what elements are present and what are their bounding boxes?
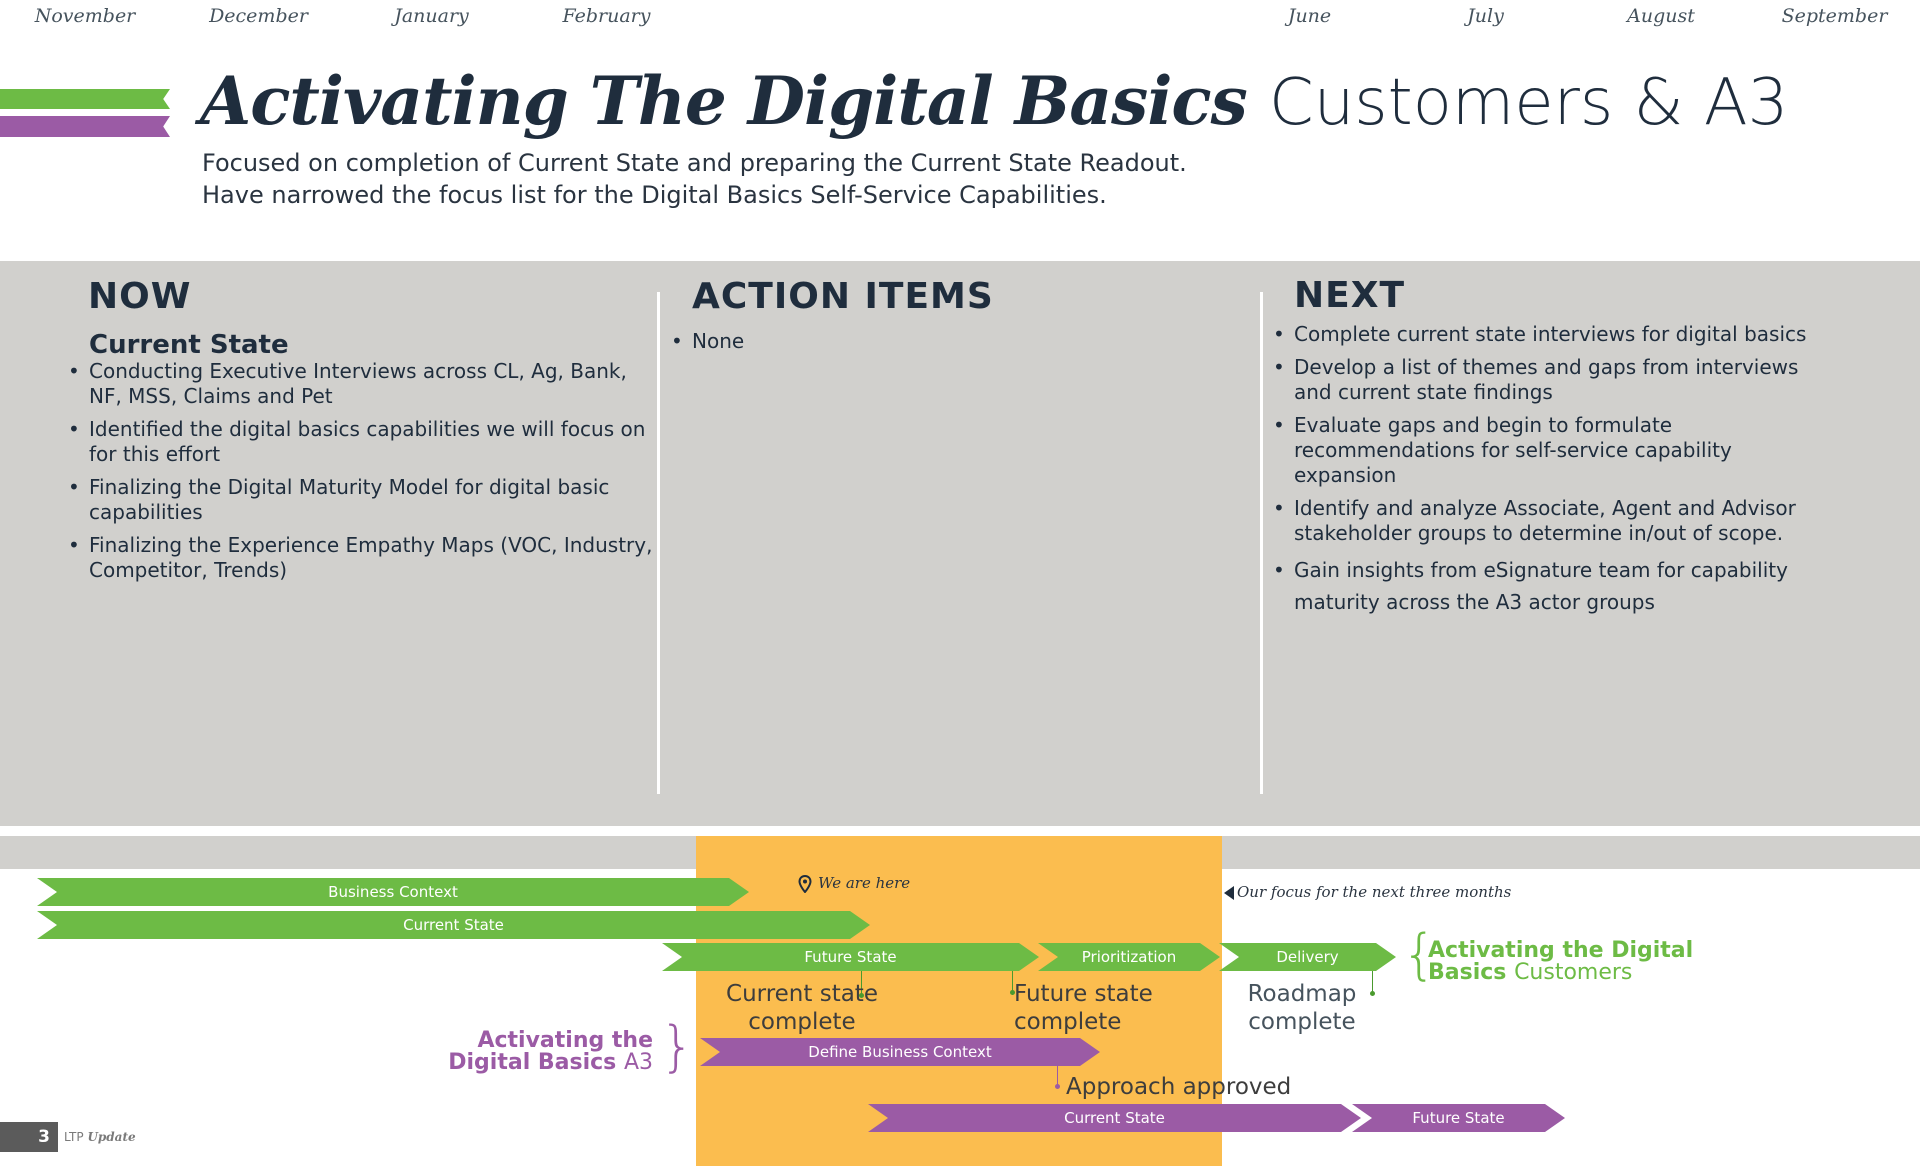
group-a3-name: A3 bbox=[623, 1050, 653, 1075]
bar-business-context: Business Context bbox=[37, 878, 749, 906]
milestone-roadmap: Roadmap complete bbox=[1222, 980, 1382, 1036]
milestone-line: Roadmap bbox=[1247, 981, 1357, 1007]
action-items-heading: ACTION ITEMS bbox=[692, 276, 994, 317]
month-january: January bbox=[347, 0, 517, 33]
footer-label-italic: Update bbox=[87, 1130, 136, 1144]
month-august: August bbox=[1574, 0, 1749, 33]
next-heading: NEXT bbox=[1294, 275, 1406, 316]
now-subheading: Current State bbox=[89, 330, 289, 360]
bar-current-state: Current State bbox=[37, 911, 870, 939]
group-customers-name: Customers bbox=[1514, 960, 1633, 985]
next-list: Complete current state interviews for di… bbox=[1273, 322, 1833, 626]
bar-delivery: Delivery bbox=[1219, 943, 1396, 971]
action-items-list: None bbox=[671, 329, 1251, 362]
purple-ribbon bbox=[0, 116, 170, 137]
subtitle-line-2: Have narrowed the focus list for the Dig… bbox=[202, 181, 1107, 209]
month-september: September bbox=[1781, 5, 1888, 27]
month-december: December bbox=[171, 0, 347, 33]
milestone-line: complete bbox=[748, 1009, 856, 1035]
month-november: November bbox=[0, 0, 171, 33]
month-may: May bbox=[1112, 5, 1156, 27]
title-strong: Activating The Digital Basics bbox=[200, 62, 1248, 140]
customers-brace: { bbox=[1402, 923, 1437, 986]
month-june: June bbox=[1222, 0, 1398, 33]
milestone-future-state: Future state complete bbox=[1014, 980, 1179, 1036]
group-label-customers: Activating the Digital Basics Customers bbox=[1428, 940, 1693, 984]
milestone-line: complete bbox=[1248, 1009, 1356, 1035]
milestone-dot bbox=[1370, 991, 1375, 996]
list-item: None bbox=[671, 329, 1251, 354]
milestone-tick bbox=[1012, 971, 1013, 995]
list-item: Complete current state interviews for di… bbox=[1273, 322, 1833, 347]
bar-a3-current-state: Current State bbox=[868, 1104, 1361, 1132]
month-march: March bbox=[696, 0, 871, 33]
location-pin-icon bbox=[798, 875, 812, 893]
list-item: Conducting Executive Interviews across C… bbox=[68, 359, 658, 409]
list-item: Finalizing the Digital Maturity Model fo… bbox=[68, 475, 658, 525]
subtitle-line-1: Focused on completion of Current State a… bbox=[202, 149, 1187, 177]
month-february: February bbox=[562, 5, 651, 27]
bar-a3-future-state: Future State bbox=[1352, 1104, 1565, 1132]
list-item: Identified the digital basics capabiliti… bbox=[68, 417, 658, 467]
list-item: Evaluate gaps and begin to formulate rec… bbox=[1273, 413, 1833, 488]
list-item: Gain insights from eSignature team for c… bbox=[1273, 554, 1833, 618]
footer-label: LTP Update bbox=[64, 1130, 136, 1144]
title-light: Customers & A3 bbox=[1269, 66, 1789, 140]
group-a3-basics: Digital Basics bbox=[448, 1050, 617, 1075]
bar-prioritization: Prioritization bbox=[1038, 943, 1220, 971]
we-are-here-note: We are here bbox=[818, 874, 911, 892]
column-divider bbox=[657, 292, 660, 794]
milestone-tick bbox=[1057, 1066, 1058, 1088]
a3-brace: } bbox=[660, 1015, 695, 1078]
now-list: Conducting Executive Interviews across C… bbox=[68, 359, 658, 591]
month-july: July bbox=[1398, 0, 1574, 33]
group-a3-line-1: Activating the bbox=[477, 1028, 653, 1053]
now-heading: NOW bbox=[88, 276, 192, 317]
left-triangle-icon bbox=[1224, 886, 1234, 900]
focus-note: Our focus for the next three months bbox=[1237, 883, 1512, 901]
milestone-line: Current state bbox=[726, 981, 878, 1007]
bar-future-state: Future State bbox=[662, 943, 1039, 971]
list-item: Develop a list of themes and gaps from i… bbox=[1273, 355, 1833, 405]
bar-define-business-context: Define Business Context bbox=[700, 1038, 1100, 1066]
milestone-tick bbox=[861, 971, 862, 995]
page-title: Activating The Digital Basics Customers … bbox=[200, 58, 1788, 145]
green-ribbon bbox=[0, 89, 170, 109]
list-item: Finalizing the Experience Empathy Maps (… bbox=[68, 533, 658, 583]
group-label-a3: Activating the Digital Basics A3 bbox=[448, 1030, 653, 1074]
list-item: Identify and analyze Associate, Agent an… bbox=[1273, 496, 1833, 546]
milestone-line: complete bbox=[1014, 1009, 1122, 1035]
milestone-line: Future state bbox=[1014, 981, 1153, 1007]
milestone-approach-approved: Approach approved bbox=[1066, 1074, 1292, 1100]
milestone-dot bbox=[1055, 1084, 1060, 1089]
milestone-dot bbox=[1010, 990, 1015, 995]
milestone-dot bbox=[859, 993, 864, 998]
milestone-current-state: Current state complete bbox=[697, 980, 907, 1036]
group-customers-line-1: Activating the Digital bbox=[1428, 938, 1694, 963]
footer-label-text: LTP bbox=[64, 1130, 84, 1144]
group-customers-basics: Basics bbox=[1428, 960, 1507, 985]
milestone-tick bbox=[1372, 971, 1373, 993]
column-divider bbox=[1260, 292, 1263, 794]
page-number: 3 bbox=[0, 1122, 58, 1152]
month-april: April bbox=[871, 0, 1046, 33]
